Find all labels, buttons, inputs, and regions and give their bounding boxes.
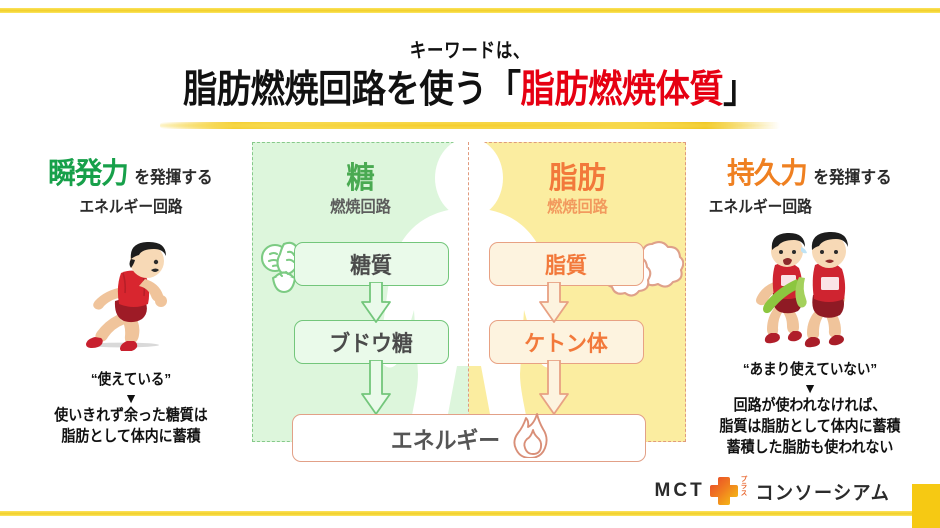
title-segment-black-2: 」 (723, 69, 757, 111)
page-title: 脂肪燃焼回路を使う「脂肪燃焼体質」 (47, 69, 893, 112)
plus-cross-icon (709, 476, 739, 506)
bottom-gold-rule (0, 511, 940, 516)
logo-plus-kana-1: プ (740, 476, 748, 484)
right-conclusion-line-1: 回路が使われなければ、 (733, 397, 887, 414)
corner-accent-block (912, 484, 940, 528)
right-column-conclusion: “あまり使えていない” ▼ 回路が使われなければ、 脂質は脂肪として体内に蓄積 … (682, 358, 938, 458)
title-kicker: キーワードは、 (409, 40, 531, 62)
left-conclusion-line-1: 使いきれず余った糖質は (54, 407, 208, 424)
flame-icon (512, 412, 551, 464)
left-heading-sub: エネルギー回路 (79, 199, 183, 217)
right-quote: “あまり使えていない” (742, 361, 878, 378)
right-heading-tail: を発揮する (812, 168, 892, 187)
right-column-heading: 持久力を発揮する (684, 158, 936, 190)
sugar-heading-sub: 燃焼回路 (330, 199, 391, 216)
left-down-arrow-glyph: ▼ (124, 390, 138, 406)
node-sugar-substrate: 糖質 (294, 242, 449, 286)
right-heading-accent: 持久力 (727, 158, 809, 190)
node-fat-output-label: ケトン体 (524, 331, 609, 356)
logo-plus-kana-3: ス (740, 489, 748, 497)
left-column-conclusion: “使えている” ▼ 使いきれず余った糖質は 脂肪として体内に蓄積 (6, 368, 256, 448)
energy-pathway-diagram: 糖 燃焼回路 脂肪 燃焼回路 (252, 142, 686, 478)
left-column-heading: 瞬発力を発揮する (6, 158, 256, 190)
node-fat-substrate: 脂質 (489, 242, 644, 286)
left-heading-tail: を発揮する (133, 168, 213, 187)
title-area: キーワードは、 脂肪燃焼回路を使う「脂肪燃焼体質」 (0, 40, 940, 112)
arrow-sugar-substrate-to-output (360, 281, 392, 329)
right-heading-sub: エネルギー回路 (708, 199, 812, 217)
title-segment-highlight: 脂肪燃焼体質 (520, 69, 724, 111)
arrow-sugar-output-to-energy (360, 359, 392, 421)
arrow-fat-output-to-energy (538, 359, 570, 421)
node-sugar-substrate-label: 糖質 (350, 253, 393, 278)
title-segment-black-1: 脂肪燃焼回路を使う「 (183, 69, 521, 111)
left-quote: “使えている” (90, 371, 172, 388)
two-distance-runners-icon (684, 231, 936, 356)
right-column: 持久力を発揮する エネルギー回路 (684, 158, 936, 356)
logo-plus-kana: プ ラ ス (740, 476, 748, 497)
fat-heading-sub: 燃焼回路 (547, 199, 608, 216)
left-column: 瞬発力を発揮する エネルギー回路 (6, 158, 256, 356)
node-sugar-output-label: ブドウ糖 (329, 331, 414, 356)
sprinter-runner-icon (6, 239, 256, 356)
node-fat-substrate-label: 脂質 (545, 253, 588, 278)
fat-panel-heading: 脂肪 燃焼回路 (469, 164, 686, 216)
top-gold-rule (0, 8, 940, 13)
logo-consortium-text: コンソーシアム (755, 482, 891, 504)
panel-divider (468, 142, 469, 442)
sugar-heading-main: 糖 (346, 162, 375, 195)
consortium-logo: MCT プ ラ ス コンソーシアム (655, 476, 894, 506)
arrow-fat-substrate-to-output (538, 281, 570, 329)
node-energy: エネルギー (292, 412, 646, 464)
logo-plus-kana-2: ラ (740, 483, 748, 491)
logo-mct-text: MCT (654, 480, 705, 501)
left-heading-accent: 瞬発力 (48, 158, 130, 190)
fat-heading-main: 脂肪 (549, 162, 606, 195)
right-down-arrow-glyph: ▼ (803, 380, 817, 396)
title-brush-underline (160, 122, 780, 129)
right-conclusion-line-2: 脂質は脂肪として体内に蓄積 (719, 417, 901, 435)
node-energy-label: エネルギー (390, 427, 500, 453)
sugar-panel-heading: 糖 燃焼回路 (252, 164, 469, 216)
right-conclusion-line-3: 蓄積した脂肪も使われない (726, 438, 894, 456)
left-conclusion-line-2: 脂肪として体内に蓄積 (61, 427, 201, 445)
node-fat-output: ケトン体 (489, 320, 644, 364)
